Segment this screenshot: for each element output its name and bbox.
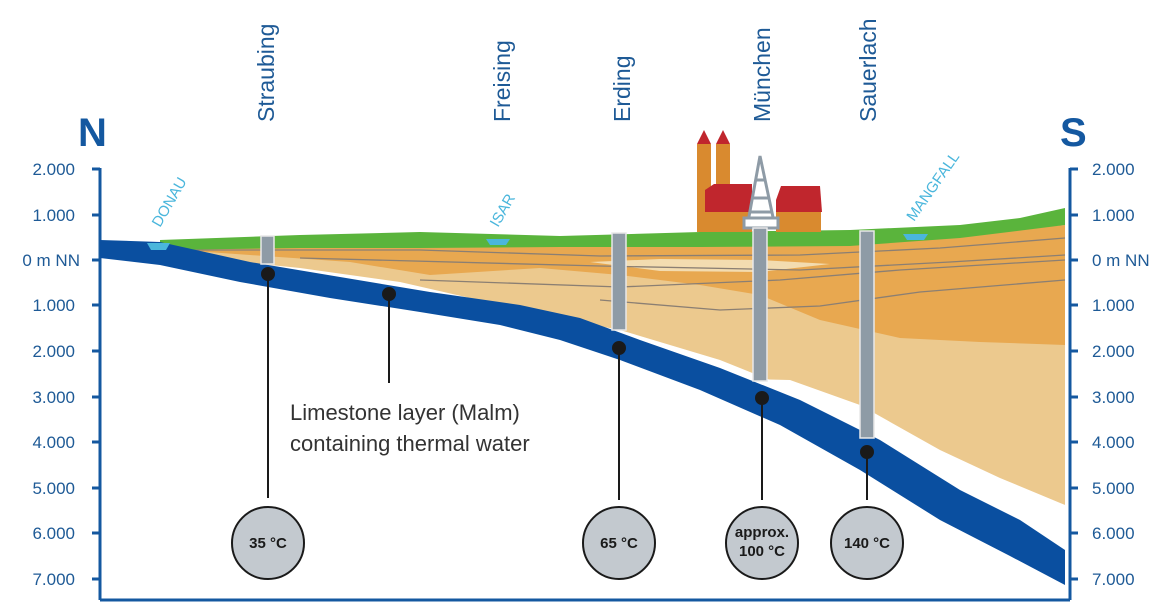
tick-label: 1.000 (1092, 296, 1135, 315)
axis-ticks (92, 167, 1078, 581)
sediment-boundaries (160, 237, 1066, 311)
north-label: N (78, 111, 107, 155)
tick-label: 1.000 (32, 206, 75, 225)
town-label-straubing: Straubing (253, 24, 279, 122)
legend-line-2: containing thermal water (290, 431, 530, 456)
temp-badge-straubing: 35 °C (231, 506, 305, 580)
river-mangfall-water (903, 234, 928, 240)
tick-label: 6.000 (1092, 524, 1135, 543)
temp-value-line2: 100 °C (739, 543, 785, 560)
river-label-mangfall: MANGFALL (903, 149, 963, 224)
tick-label: 5.000 (32, 479, 75, 498)
tick-label: 3.000 (32, 388, 75, 407)
tick-label: 2.000 (32, 342, 75, 361)
temp-badge-muenchen: approx. 100 °C (725, 506, 799, 580)
tick-label: 3.000 (1092, 388, 1135, 407)
tick-label: 7.000 (32, 570, 75, 589)
legend-line-1: Limestone layer (Malm) (290, 400, 520, 425)
temp-badge-erding: 65 °C (582, 506, 656, 580)
right-tick-labels: 2.000 1.000 0 m NN 1.000 2.000 3.000 4.0… (1092, 160, 1150, 589)
river-label-isar: ISAR (487, 191, 519, 230)
tick-label: 5.000 (1092, 479, 1135, 498)
tick-label: 4.000 (32, 433, 75, 452)
temp-value-line1: approx. (735, 524, 789, 541)
tick-label: 2.000 (1092, 342, 1135, 361)
tick-label: 4.000 (1092, 433, 1135, 452)
tick-label: 1.000 (32, 296, 75, 315)
borehole-sauerlach (859, 230, 875, 439)
river-isar-water (486, 239, 510, 245)
boreholes (260, 227, 875, 439)
leader-lines (261, 267, 874, 500)
borehole-muenchen (752, 227, 768, 382)
town-label-erding: Erding (609, 56, 635, 122)
tick-label: 2.000 (32, 160, 75, 179)
town-label-sauerlach: Sauerlach (855, 18, 881, 122)
town-label-muenchen: München (749, 27, 775, 122)
borehole-straubing (260, 235, 275, 265)
town-label-freising: Freising (489, 40, 515, 122)
river-donau-water (147, 243, 170, 250)
tick-label: 7.000 (1092, 570, 1135, 589)
temp-value: 65 °C (600, 535, 638, 552)
tick-label: 0 m NN (22, 251, 80, 270)
tick-label: 1.000 (1092, 206, 1135, 225)
tick-label: 0 m NN (1092, 251, 1150, 270)
upper-sediment-layer (150, 225, 1065, 345)
temp-value: 140 °C (844, 535, 890, 552)
left-tick-labels: 2.000 1.000 0 m NN 1.000 2.000 3.000 4.0… (22, 160, 80, 589)
surface-green-strip (160, 208, 1065, 250)
temp-badge-sauerlach: 140 °C (830, 506, 904, 580)
temp-value: 35 °C (249, 535, 287, 552)
river-label-donau: DONAU (149, 175, 191, 230)
tick-label: 6.000 (32, 524, 75, 543)
south-label: S (1060, 111, 1087, 155)
drilling-rig-icon (742, 155, 780, 230)
borehole-erding (611, 232, 627, 331)
tick-label: 2.000 (1092, 160, 1135, 179)
